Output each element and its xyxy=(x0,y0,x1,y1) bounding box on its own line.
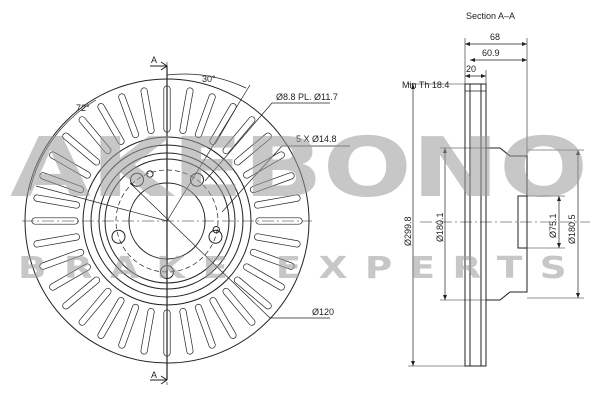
vent-slot xyxy=(33,194,80,209)
vent-slot xyxy=(49,151,91,179)
section-view xyxy=(408,38,590,367)
dim-20-label: 20 xyxy=(466,64,476,74)
hat-profile xyxy=(486,147,528,301)
watermark-tagline: BRAKE EXPERTS xyxy=(18,251,584,286)
vent-slot xyxy=(78,116,112,155)
section-title: Section A–A xyxy=(466,11,515,21)
callout-pl-label: Ø8.8 PL. Ø11.7 xyxy=(276,92,338,102)
vent-slot xyxy=(62,132,101,166)
leader-pcd xyxy=(129,182,330,319)
vent-slot xyxy=(222,116,256,155)
vent-slot xyxy=(39,248,85,270)
dia-180-5-label: Ø180.5 xyxy=(567,214,577,244)
bolt-holes xyxy=(111,170,223,279)
vent-slot xyxy=(97,297,125,339)
vent-slot xyxy=(31,217,79,225)
vent-slot xyxy=(97,103,125,145)
vent-slot xyxy=(78,287,112,326)
vent-slot xyxy=(62,276,101,310)
dim-68-label: 68 xyxy=(490,32,500,42)
angle-label-30: 30° xyxy=(202,74,216,84)
angle-arc-30 xyxy=(166,73,247,89)
vent-slot xyxy=(243,263,285,291)
section-marker-top: A xyxy=(151,55,157,65)
dia-75-1-label: Ø75.1 xyxy=(548,213,558,238)
dim-60-9-label: 60.9 xyxy=(482,48,500,58)
vent-slot xyxy=(254,233,301,248)
angle-line-72 xyxy=(35,185,168,222)
vent-slot xyxy=(163,309,171,357)
vent-slot xyxy=(118,303,140,349)
locating-hole xyxy=(146,170,154,178)
vent-slot xyxy=(163,85,171,133)
vent-slot xyxy=(140,87,155,134)
dia-299-8-label: Ø299.8 xyxy=(403,216,413,246)
leader-pl xyxy=(204,102,330,182)
vent-slot xyxy=(49,263,91,291)
callout-holes-label: 5 X Ø14.8 xyxy=(296,134,337,144)
section-arrow-bottom xyxy=(150,375,168,385)
vent-slot xyxy=(194,93,216,139)
callout-pcd-label: Ø120 xyxy=(312,307,334,317)
dimension-arrowheads xyxy=(411,42,580,366)
vent-slot xyxy=(194,303,216,349)
vent-slot xyxy=(179,87,194,134)
dia-180-1-label: Ø180.1 xyxy=(435,212,445,242)
vent-slot xyxy=(179,308,194,355)
vent-slot xyxy=(233,132,272,166)
angle-arc-72 xyxy=(29,99,97,191)
vent-slot xyxy=(118,93,140,139)
bolt-hole xyxy=(208,229,223,244)
vent-slot xyxy=(39,172,85,194)
vent-slots xyxy=(31,85,303,357)
angle-line-30 xyxy=(166,84,251,222)
leader-holes xyxy=(221,145,350,213)
vent-slot xyxy=(222,287,256,326)
vent-slot xyxy=(254,194,301,209)
bolt-hole xyxy=(111,229,126,244)
locating-hole xyxy=(212,225,220,234)
front-view xyxy=(22,61,350,385)
vent-slot xyxy=(249,172,295,194)
vent-slot xyxy=(209,297,237,339)
watermark-brand: AKEBONO xyxy=(10,121,588,216)
vent-slot xyxy=(255,217,303,225)
vent-slot xyxy=(209,103,237,145)
angle-label-72: 72° xyxy=(76,103,90,113)
section-marker-bottom: A xyxy=(151,370,157,380)
min-th-label: Min Th 18.4 xyxy=(402,80,449,90)
section-arrow-top xyxy=(150,61,168,71)
vent-slot xyxy=(243,151,285,179)
vent-slot xyxy=(33,233,80,248)
vent-slot xyxy=(233,276,272,310)
vent-slot xyxy=(249,248,295,270)
vent-slot xyxy=(140,308,155,355)
bolt-hole xyxy=(130,172,145,187)
bolt-hole xyxy=(189,172,204,187)
